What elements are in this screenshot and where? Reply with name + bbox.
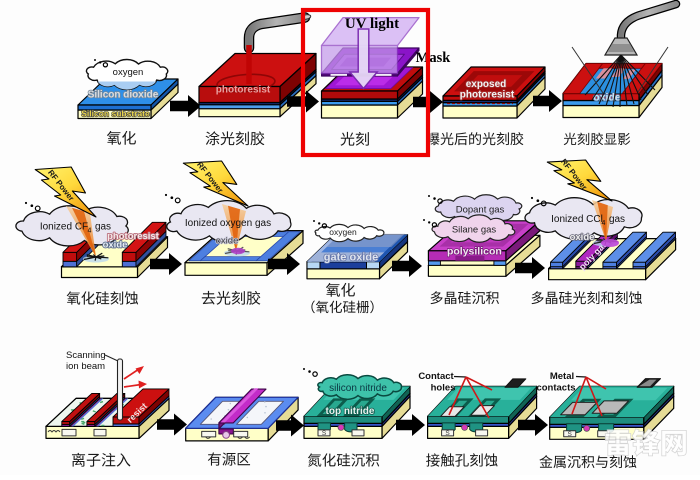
svg-text:photoresist: photoresist [460,90,515,101]
svg-text:S: S [445,430,450,437]
svg-text:Mask: Mask [416,50,452,66]
svg-text:Scanning: Scanning [66,350,106,361]
svg-text:4: 4 [88,228,92,235]
svg-text:photoresist: photoresist [216,85,271,96]
svg-text:gate oxide: gate oxide [324,252,378,264]
svg-text:oxide: oxide [570,232,595,243]
svg-text:Silicon dioxide: Silicon dioxide [88,90,159,101]
svg-text:polysilicon: polysilicon [447,245,502,257]
svg-text:oxide: oxide [103,240,128,251]
svg-text:holes: holes [431,383,456,394]
svg-text:S: S [568,431,573,438]
svg-text:oxide: oxide [216,236,239,247]
svg-text:Ionized CCl: Ionized CCl [551,214,603,225]
svg-text:silicon nitride: silicon nitride [329,383,387,394]
svg-text:Contact: Contact [418,371,454,382]
svg-text:ion beam: ion beam [66,361,105,372]
svg-text:S: S [322,430,327,437]
svg-text:Ionized CF: Ionized CF [40,222,88,233]
svg-text:contacts: contacts [536,383,575,394]
svg-text:oxygen: oxygen [329,227,357,237]
svg-text:Metal: Metal [550,371,574,382]
svg-text:4: 4 [602,220,606,227]
svg-text:Silicon substrate: Silicon substrate [81,109,150,119]
svg-text:oxygen: oxygen [113,67,144,78]
svg-text:gas: gas [609,214,625,225]
svg-text:Ionized oxygen gas: Ionized oxygen gas [185,218,271,229]
svg-text:UV light: UV light [345,16,399,32]
svg-text:exposed: exposed [466,79,507,90]
svg-text:Dopant gas: Dopant gas [456,205,505,216]
svg-text:Silane gas: Silane gas [452,225,497,236]
svg-text:top nitride: top nitride [326,406,375,417]
